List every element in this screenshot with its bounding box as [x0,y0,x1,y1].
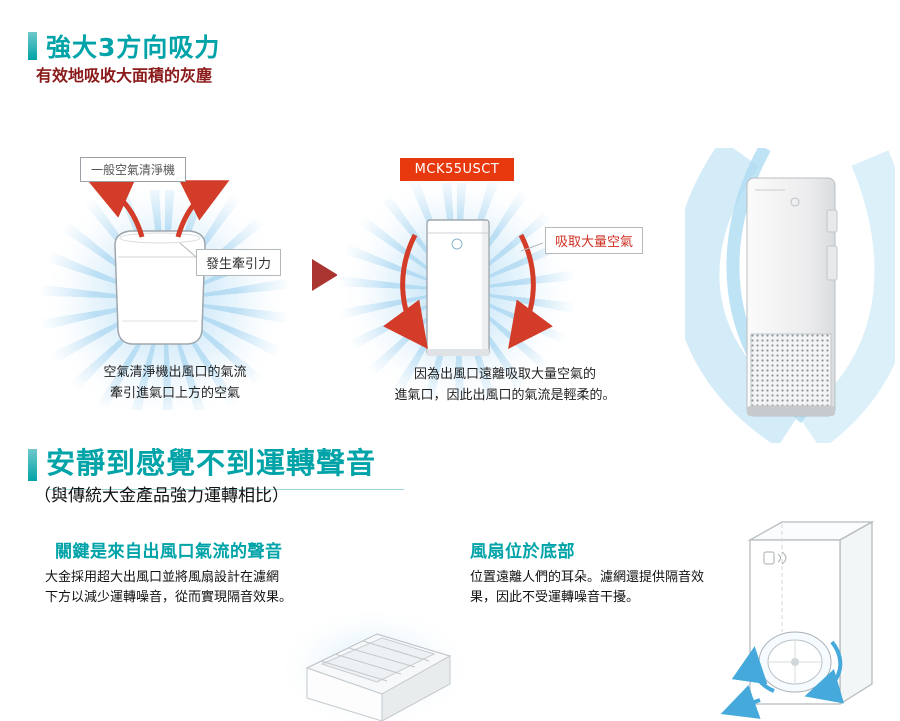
left-column-heading: 關鍵是來自出風口氣流的聲音 [55,542,283,562]
generic-unit-caption: 空氣清淨機出風口的氣流 牽引進氣口上方的空氣 [103,365,247,401]
mck-purifier-illustration [383,219,553,356]
generic-unit-diagram: 一般空氣清淨機 發生牽引力 空氣清淨機出風口的氣流 牽引進氣口上方的空氣 [30,145,320,415]
generic-purifier-illustration [86,176,230,345]
section-quiet-header: 安靜到感覺不到運轉聲音 [28,440,405,490]
section-suction-subtitle: 有效地吸收大面積的灰塵 [36,66,213,85]
suction-callout: 吸取大量空氣 [545,227,644,254]
fan-location-drawing [712,512,892,721]
outlet-top-view-image [282,606,467,721]
generic-unit-label: 一般空氣清淨機 [80,157,187,182]
section-quiet-title: 安靜到感覺不到運轉聲音 [46,446,377,480]
left-column-body: 大金採用超大出風口並將風扇設計在濾網 下方以減少運轉噪音，從而實現隔音效果。 [45,570,293,606]
section-quiet-title-wrap: 安靜到感覺不到運轉聲音 [46,440,405,490]
fan-location-illustration [720,520,875,719]
transition-arrow-icon [312,259,338,291]
right-column-body: 位置遠離人們的耳朵。濾網還提供隔音效 果，因此不受運轉噪音干擾。 [470,570,705,606]
model-label: MCK55USCT [400,158,514,181]
heading-accent-bar [28,32,37,60]
right-column-heading: 風扇位於底部 [470,542,575,562]
outlet-top-view-illustration [282,606,467,721]
section-quiet-subtitle: （與傳統大金產品強力運轉相比） [34,486,289,506]
product-photo-illustration [685,148,895,443]
mck-unit-caption: 因為出風口遠離吸取大量空氣的 進氣口，因此出風口的氣流是輕柔的。 [394,367,616,403]
section-suction-header: 強大3方向吸力 [28,28,220,64]
section-suction-title: 強大3方向吸力 [46,33,221,62]
traction-callout: 發生牽引力 [196,249,282,276]
mck-unit-diagram: MCK55USCT 吸取大量空氣 因為出風口遠離吸取大量空氣的 進氣口，因此出風… [337,145,665,415]
heading-accent-bar [28,449,37,481]
product-photo [685,148,895,443]
